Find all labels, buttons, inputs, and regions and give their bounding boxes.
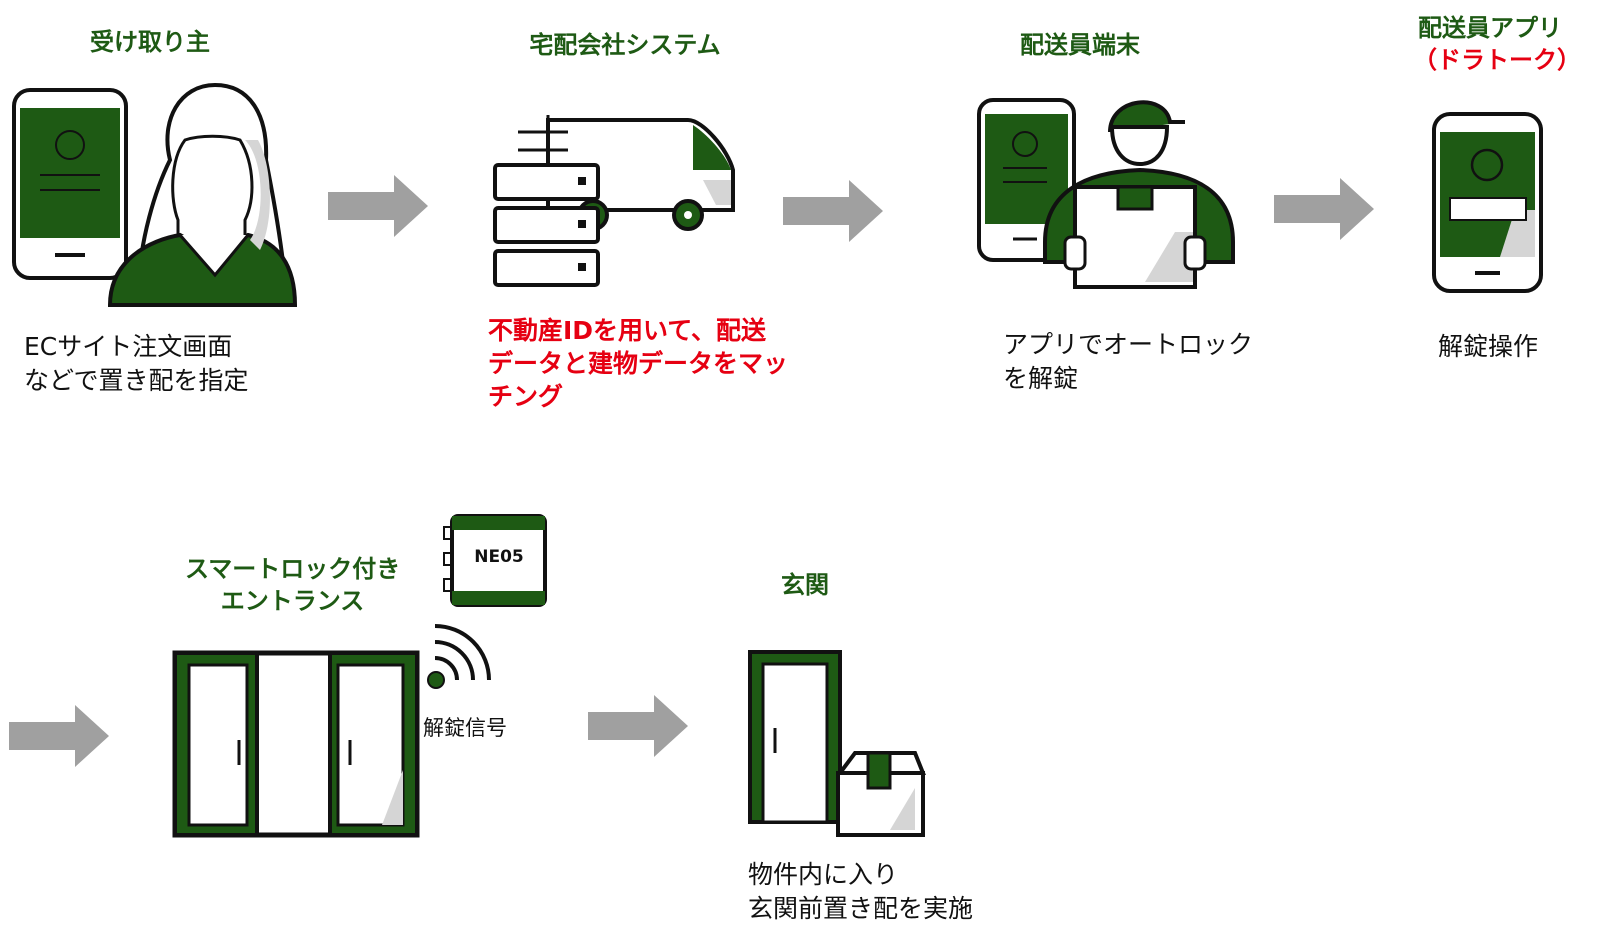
delivery-system-illustration: [493, 115, 735, 287]
package-icon: [836, 751, 926, 837]
arrow-right-icon: [588, 695, 688, 757]
step-desc-courier-terminal: アプリでオートロック を解錠: [1003, 328, 1253, 396]
entrance-doors-icon: [172, 650, 420, 838]
arrow-right-icon: [9, 705, 109, 767]
courier-icon: [1043, 100, 1235, 289]
ne05-device-icon: [443, 514, 547, 607]
step-title-recipient: 受け取り主: [90, 28, 210, 56]
courier-app-phone-icon: [1432, 112, 1543, 293]
step-title-courier-app-sub: （ドラトーク）: [1413, 46, 1581, 74]
entrance-title-line: スマートロック付き: [185, 555, 401, 583]
entrance-title-line: エントランス: [220, 587, 365, 615]
desc-line: 物件内に入り: [748, 860, 899, 889]
unlock-signal-label: 解錠信号: [423, 716, 507, 740]
entrance-title: スマートロック付き エントランス: [185, 553, 400, 617]
wireless-signal-icon: [427, 624, 491, 689]
desc-line: ECサイト注文画面: [24, 332, 233, 361]
step-title-courier-app: 配送員アプリ: [1418, 14, 1562, 42]
desc-line: チング: [488, 382, 564, 411]
recipient-illustration: [12, 82, 298, 307]
desc-line: 解錠操作: [1438, 332, 1539, 361]
front-door-package-illustration: [748, 650, 926, 837]
step-title-courier-terminal: 配送員端末: [1020, 31, 1140, 59]
server-stack-icon: [493, 163, 600, 287]
ne05-device-label: NE05: [474, 547, 524, 567]
door-desc: 物件内に入り 玄関前置き配を実施: [748, 858, 973, 926]
step-desc-courier-app: 解錠操作: [1438, 330, 1538, 364]
arrow-right-icon: [328, 175, 428, 237]
desc-line: 不動産IDを用いて、配送: [488, 316, 767, 345]
door-title: 玄関: [781, 571, 829, 599]
desc-line: データと建物データをマッ: [488, 349, 789, 378]
desc-line: アプリでオートロック: [1003, 330, 1254, 359]
courier-terminal-illustration: [977, 98, 1235, 289]
arrow-right-icon: [783, 180, 883, 242]
door-icon: [748, 650, 842, 824]
desc-line: 玄関前置き配を実施: [748, 894, 974, 923]
desc-line: などで置き配を指定: [24, 366, 249, 395]
step-title-delivery-system: 宅配会社システム: [529, 31, 721, 59]
arrow-right-icon: [1274, 178, 1374, 240]
step-desc-recipient: ECサイト注文画面 などで置き配を指定: [24, 330, 249, 398]
step-desc-delivery-system: 不動産IDを用いて、配送 データと建物データをマッ チング: [488, 314, 788, 413]
desc-line: を解錠: [1003, 364, 1079, 393]
woman-icon: [107, 82, 298, 307]
smartphone-icon: [12, 88, 128, 280]
